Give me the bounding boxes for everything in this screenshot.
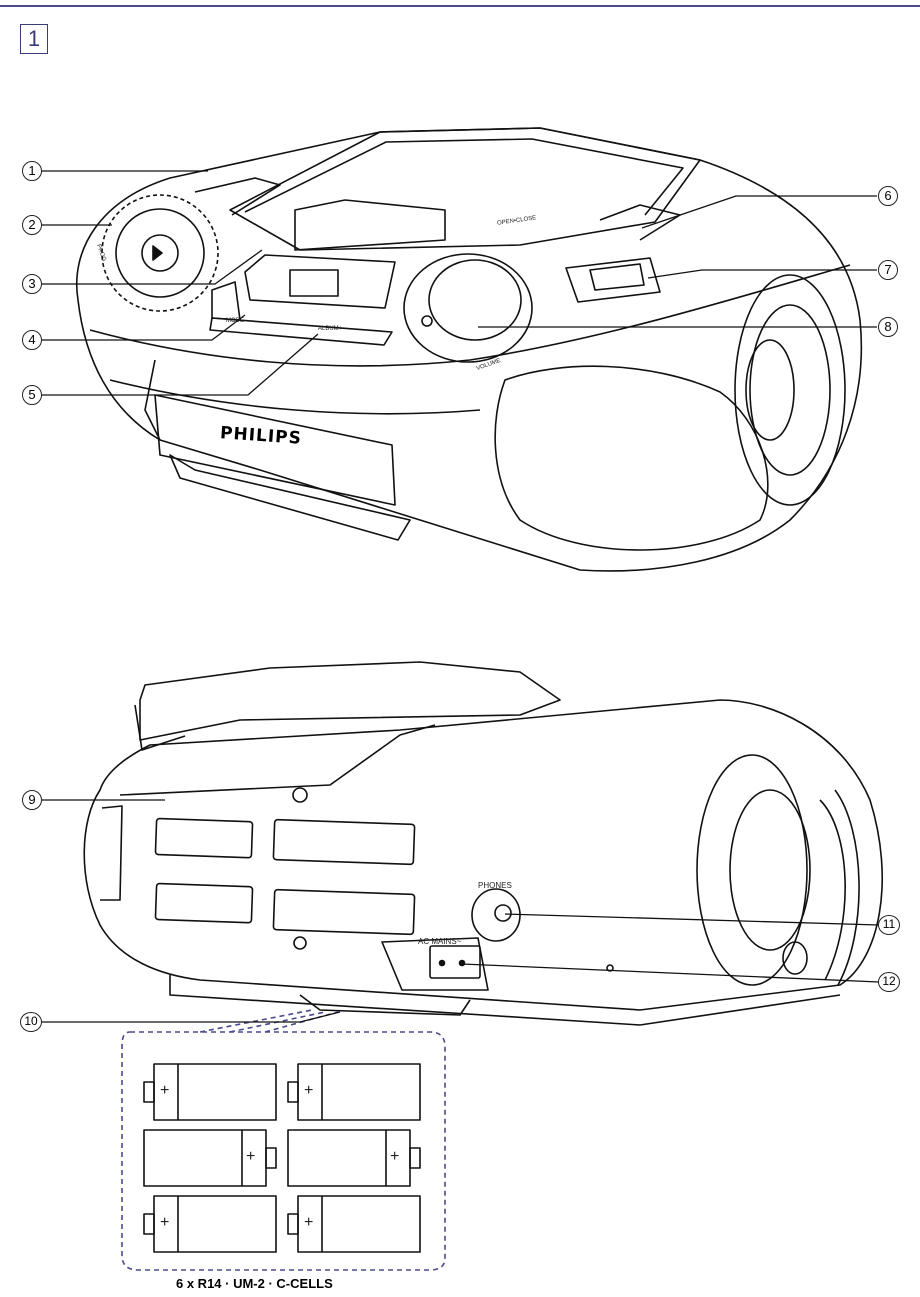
leader-lines <box>41 170 880 1023</box>
battery-plus: + <box>304 1214 314 1231</box>
album-label: ALBUM+ <box>318 326 343 332</box>
callout-2: 2 <box>22 215 42 235</box>
ac-mains-label: AC MAINS~ <box>418 937 462 946</box>
battery-plus: + <box>246 1148 256 1165</box>
callout-3: 3 <box>22 274 42 294</box>
callout-6: 6 <box>878 186 898 206</box>
battery-caption: 6 x R14 · UM-2 · C-CELLS <box>176 1276 333 1291</box>
top-rule <box>0 5 920 7</box>
callout-5: 5 <box>22 385 42 405</box>
battery-plus: + <box>304 1082 314 1099</box>
callout-9: 9 <box>22 790 42 810</box>
callout-12: 12 <box>878 972 900 992</box>
callout-7: 7 <box>878 260 898 280</box>
phones-label: PHONES <box>478 881 512 890</box>
callout-4: 4 <box>22 330 42 350</box>
front-view <box>76 127 863 572</box>
callout-10: 10 <box>20 1012 42 1032</box>
rear-view <box>83 661 884 1026</box>
callout-8: 8 <box>878 317 898 337</box>
callout-11: 11 <box>878 915 900 935</box>
battery-plus: + <box>390 1148 400 1165</box>
callout-1: 1 <box>22 161 42 181</box>
battery-plus: + <box>160 1214 170 1231</box>
mode-label: MODE <box>226 318 244 324</box>
figure-number: 1 <box>20 24 48 54</box>
battery-plus: + <box>160 1082 170 1099</box>
battery-illustration <box>121 1009 446 1271</box>
